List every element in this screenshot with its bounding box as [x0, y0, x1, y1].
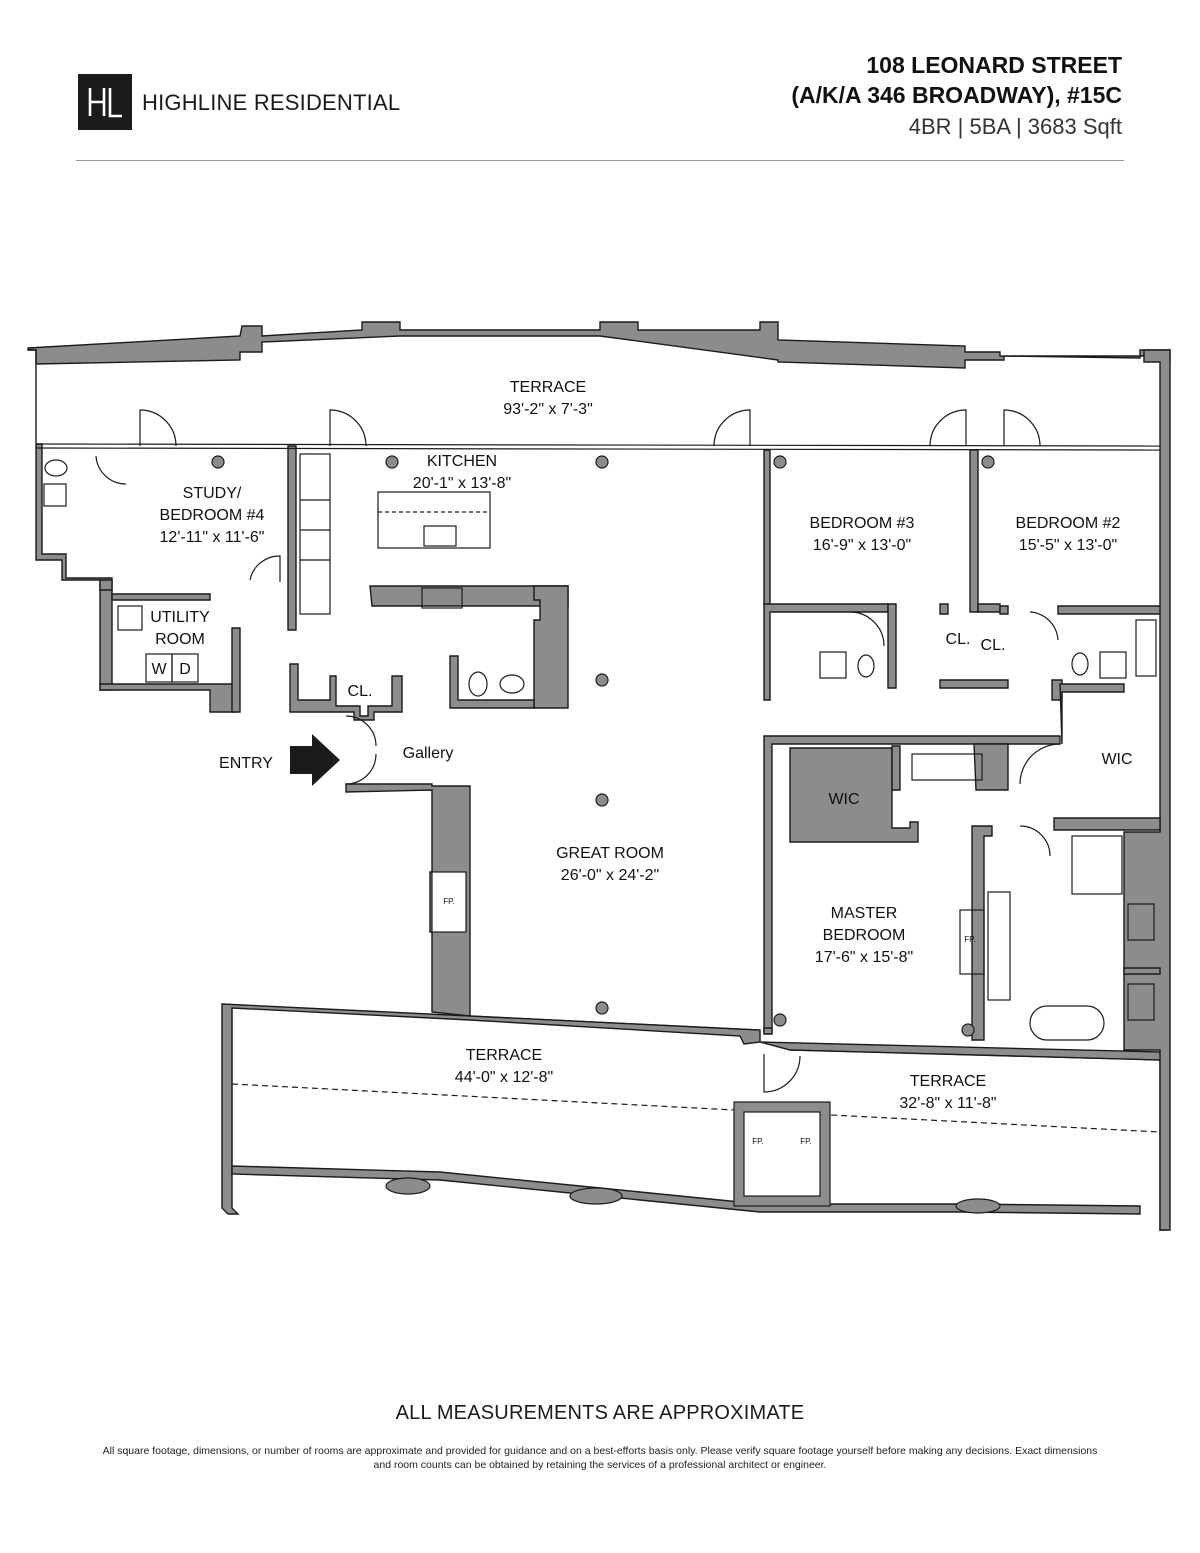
closet-b3-label: CL.	[946, 631, 971, 648]
great-room-dims: 26'-0" x 24'-2"	[561, 867, 659, 884]
address-line-2: (A/K/A 346 BROADWAY), #15C	[791, 82, 1122, 108]
terrace-north-label: TERRACE	[510, 379, 586, 396]
terrace-se-dims: 32'-8" x 11'-8"	[899, 1095, 996, 1112]
bedroom2-dims: 15'-5" x 13'-0"	[1019, 537, 1117, 554]
fireplace-labels: FP. FP. FP. FP.	[443, 897, 975, 1146]
logo	[78, 74, 132, 130]
master-label: MASTER	[831, 905, 898, 922]
wic-right-label: WIC	[1101, 751, 1132, 768]
study-label: STUDY/	[183, 485, 242, 502]
master-dims: 17'-6" x 15'-8"	[815, 949, 913, 966]
fp-terrace-a-label: FP.	[752, 1137, 763, 1146]
kitchen-label: KITCHEN	[427, 453, 497, 470]
plan-walls	[27, 321, 1171, 1231]
terrace-sw-dims: 44'-0" x 12'-8"	[455, 1069, 553, 1086]
dryer-label: D	[179, 661, 191, 678]
closet-gallery-label: CL.	[348, 683, 373, 700]
terrace-se-label: TERRACE	[910, 1073, 986, 1090]
master-label-2: BEDROOM	[823, 927, 906, 944]
approximate-notice: ALL MEASUREMENTS ARE APPROXIMATE	[395, 1402, 805, 1424]
fp-master-label: FP.	[964, 935, 975, 944]
terrace-sw-label: TERRACE	[466, 1047, 542, 1064]
utility-label-2: ROOM	[155, 631, 205, 648]
plan-linework	[35, 409, 1161, 1214]
washer-label: W	[151, 661, 167, 678]
floor-plan: TERRACE 93'-2" x 7'-3" KITCHEN 20'-1" x …	[27, 321, 1171, 1231]
utility-label: UTILITY	[150, 609, 210, 626]
brand-name: HIGHLINE RESIDENTIAL	[142, 90, 401, 115]
study-dims: 12'-11" x 11'-6"	[160, 529, 265, 546]
bedroom2-label: BEDROOM #2	[1016, 515, 1121, 532]
entry-label: ENTRY	[219, 755, 273, 772]
wic-master-label: WIC	[828, 791, 859, 808]
bedroom3-label: BEDROOM #3	[810, 515, 915, 532]
gallery-label: Gallery	[403, 745, 454, 762]
fp-great-label: FP.	[443, 897, 454, 906]
entry-arrow-icon	[290, 734, 340, 786]
bedroom3-dims: 16'-9" x 13'-0"	[813, 537, 911, 554]
address-line-1: 108 LEONARD STREET	[866, 52, 1122, 78]
kitchen-dims: 20'-1" x 13'-8"	[413, 475, 511, 492]
great-room-label: GREAT ROOM	[556, 845, 664, 862]
logo-mark-icon	[88, 88, 122, 118]
plan-columns	[211, 455, 995, 1037]
study-label-2: BEDROOM #4	[160, 507, 265, 524]
fp-terrace-b-label: FP.	[800, 1137, 811, 1146]
disclaimer: All square footage, dimensions, or numbe…	[102, 1445, 1098, 1471]
terrace-north-dims: 93'-2" x 7'-3"	[503, 401, 593, 418]
plan-labels: TERRACE 93'-2" x 7'-3" KITCHEN 20'-1" x …	[150, 379, 1132, 1112]
closet-b2-label: CL.	[981, 637, 1006, 654]
header-divider	[76, 160, 1124, 161]
unit-stats: 4BR | 5BA | 3683 Sqft	[908, 114, 1122, 139]
